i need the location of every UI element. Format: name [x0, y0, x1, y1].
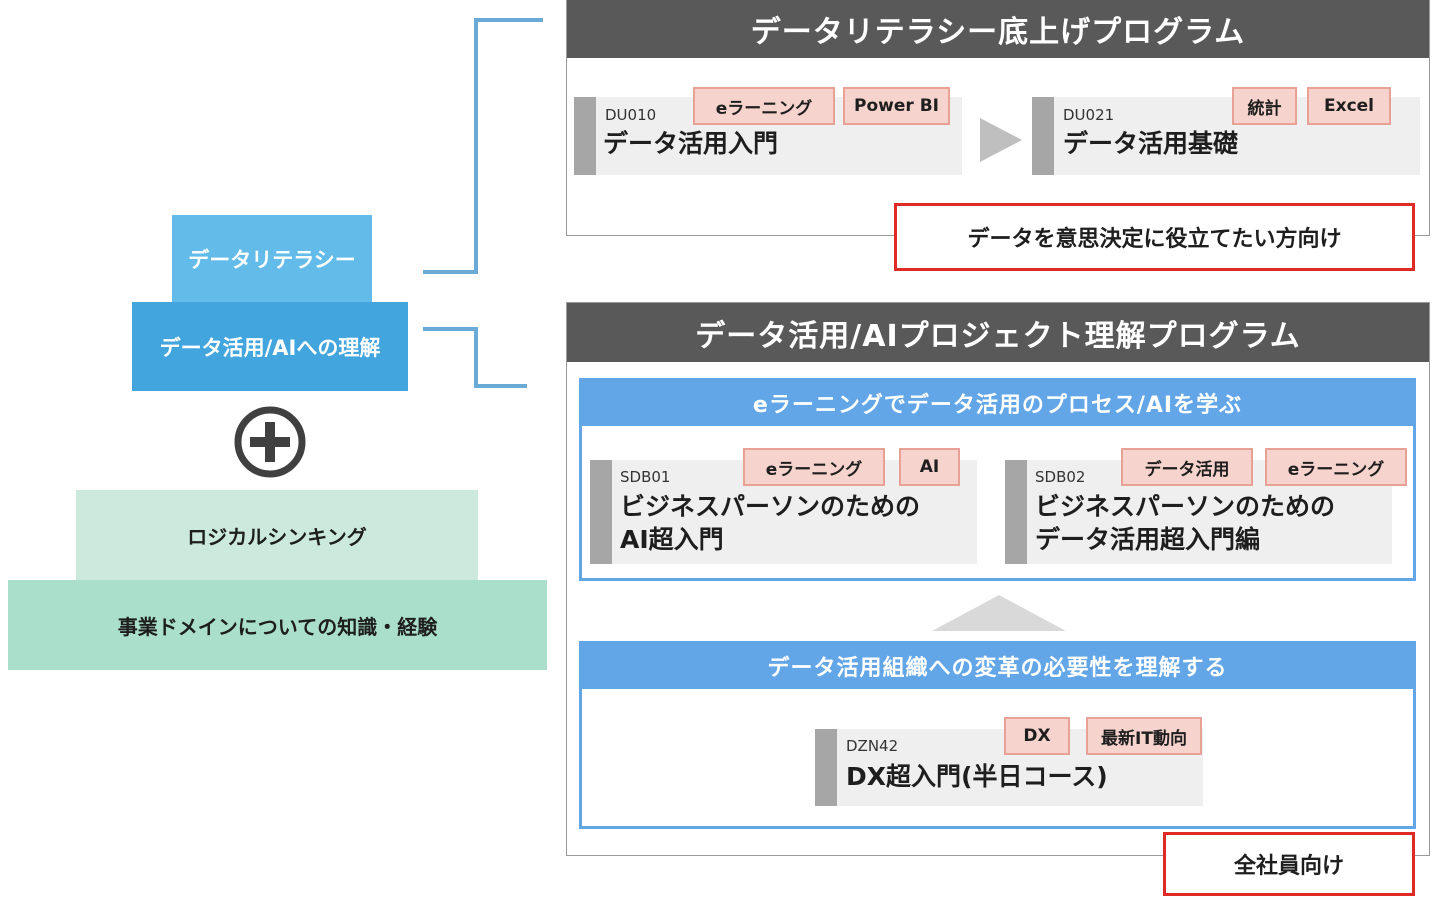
course-code: DZN42 — [846, 737, 899, 755]
tag-data-utilization: データ活用 — [1121, 448, 1253, 486]
program1-title: データリテラシー底上げプログラム — [567, 0, 1429, 58]
program2-title-text: データ活用/AIプロジェクト理解プログラム — [695, 318, 1301, 354]
plus-circle-icon — [234, 406, 306, 478]
tag-excel: Excel — [1307, 87, 1391, 125]
course-card-accent-bar — [1005, 460, 1027, 564]
course-code: SDB02 — [1035, 468, 1086, 486]
course-name: データ活用入門 — [603, 129, 779, 158]
tag-elearning: eラーニング — [743, 448, 885, 486]
program2-title: データ活用/AIプロジェクト理解プログラム — [567, 303, 1429, 362]
course-card-accent-bar — [1032, 97, 1054, 175]
section2-header: データ活用組織への変革の必要性を理解する — [580, 642, 1415, 689]
pyramid-data-ai: データ活用/AIへの理解 — [132, 302, 408, 391]
course-name: DX超入門(半日コース) — [846, 762, 1108, 791]
course-name-line2: データ活用超入門編 — [1035, 525, 1261, 554]
tag-powerbi: Power BI — [843, 87, 950, 125]
course-code: DU010 — [605, 106, 657, 124]
tag-ai: AI — [899, 448, 960, 486]
section1-header: eラーニングでデータ活用のプロセス/AIを学ぶ — [580, 379, 1415, 426]
course-code: SDB01 — [620, 468, 671, 486]
course-name: データ活用基礎 — [1063, 129, 1239, 158]
course-card-sdb02[interactable]: SDB02 ビジネスパーソンのための データ活用超入門編 — [1005, 460, 1392, 564]
tag-elearning: eラーニング — [1265, 448, 1407, 486]
course-name-line1: ビジネスパーソンのための — [1035, 492, 1336, 521]
connector-data-ai — [423, 327, 527, 388]
course-code: DU021 — [1063, 106, 1115, 124]
tag-elearning: eラーニング — [693, 87, 835, 125]
course-card-accent-bar — [574, 97, 596, 175]
program2-target-badge: 全社員向け — [1163, 832, 1415, 896]
pyramid-logical-thinking: ロジカルシンキング — [76, 490, 478, 580]
course-card-accent-bar — [590, 460, 612, 564]
arrow-right-triangle-icon — [980, 118, 1022, 162]
program1-target-badge: データを意思決定に役立てたい方向け — [894, 203, 1415, 271]
course-name-line1: ビジネスパーソンのための — [620, 492, 921, 521]
pyramid-data-ai-label: データ活用/AIへの理解 — [159, 335, 381, 360]
program1-title-text: データリテラシー底上げプログラム — [750, 15, 1246, 50]
arrow-up-triangle-icon — [932, 595, 1066, 631]
pyramid-domain-knowledge-label: 事業ドメインについての知識・経験 — [117, 614, 438, 639]
pyramid-logical-thinking-label: ロジカルシンキング — [187, 524, 367, 549]
tag-latest-it-trends: 最新IT動向 — [1086, 717, 1202, 755]
pyramid-data-literacy-label: データリテラシー — [188, 247, 356, 272]
tag-dx: DX — [1004, 717, 1070, 755]
pyramid-data-literacy: データリテラシー — [172, 215, 372, 302]
tag-statistics: 統計 — [1232, 87, 1297, 125]
course-name-line2: AI超入門 — [620, 525, 724, 554]
course-card-accent-bar — [815, 729, 837, 806]
pyramid-domain-knowledge: 事業ドメインについての知識・経験 — [8, 580, 547, 670]
connector-data-literacy — [423, 18, 543, 274]
